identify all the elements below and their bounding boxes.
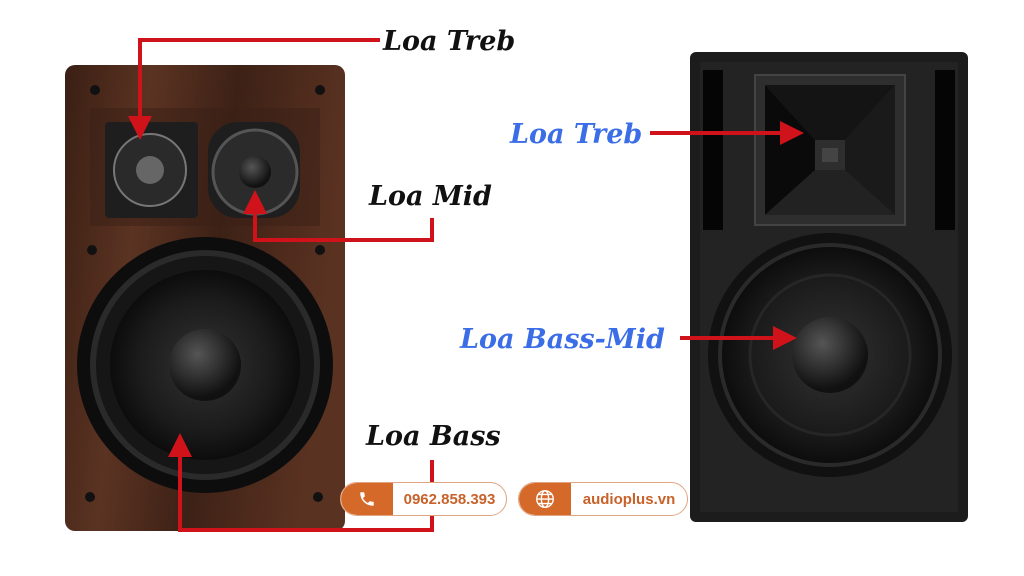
- label-left-treb: Loa Treb: [382, 26, 515, 57]
- website-url: audioplus.vn: [582, 490, 676, 508]
- label-left-bass: Loa Bass: [365, 421, 501, 452]
- phone-icon: [341, 483, 393, 515]
- arrow-left-mid: [243, 190, 434, 242]
- label-left-mid: Loa Mid: [368, 181, 492, 212]
- arrows: [128, 38, 804, 532]
- phone-badge[interactable]: 0962.858.393: [340, 482, 507, 516]
- wooden-speaker: [65, 65, 345, 531]
- label-right-treb: Loa Treb: [509, 119, 642, 150]
- arrow-left-treb: [128, 38, 380, 140]
- phone-number: 0962.858.393: [403, 490, 496, 508]
- globe-icon: [519, 483, 571, 515]
- black-speaker: [690, 52, 968, 522]
- label-right-bass-mid: Loa Bass-Mid: [459, 324, 665, 355]
- website-badge[interactable]: audioplus.vn: [518, 482, 688, 516]
